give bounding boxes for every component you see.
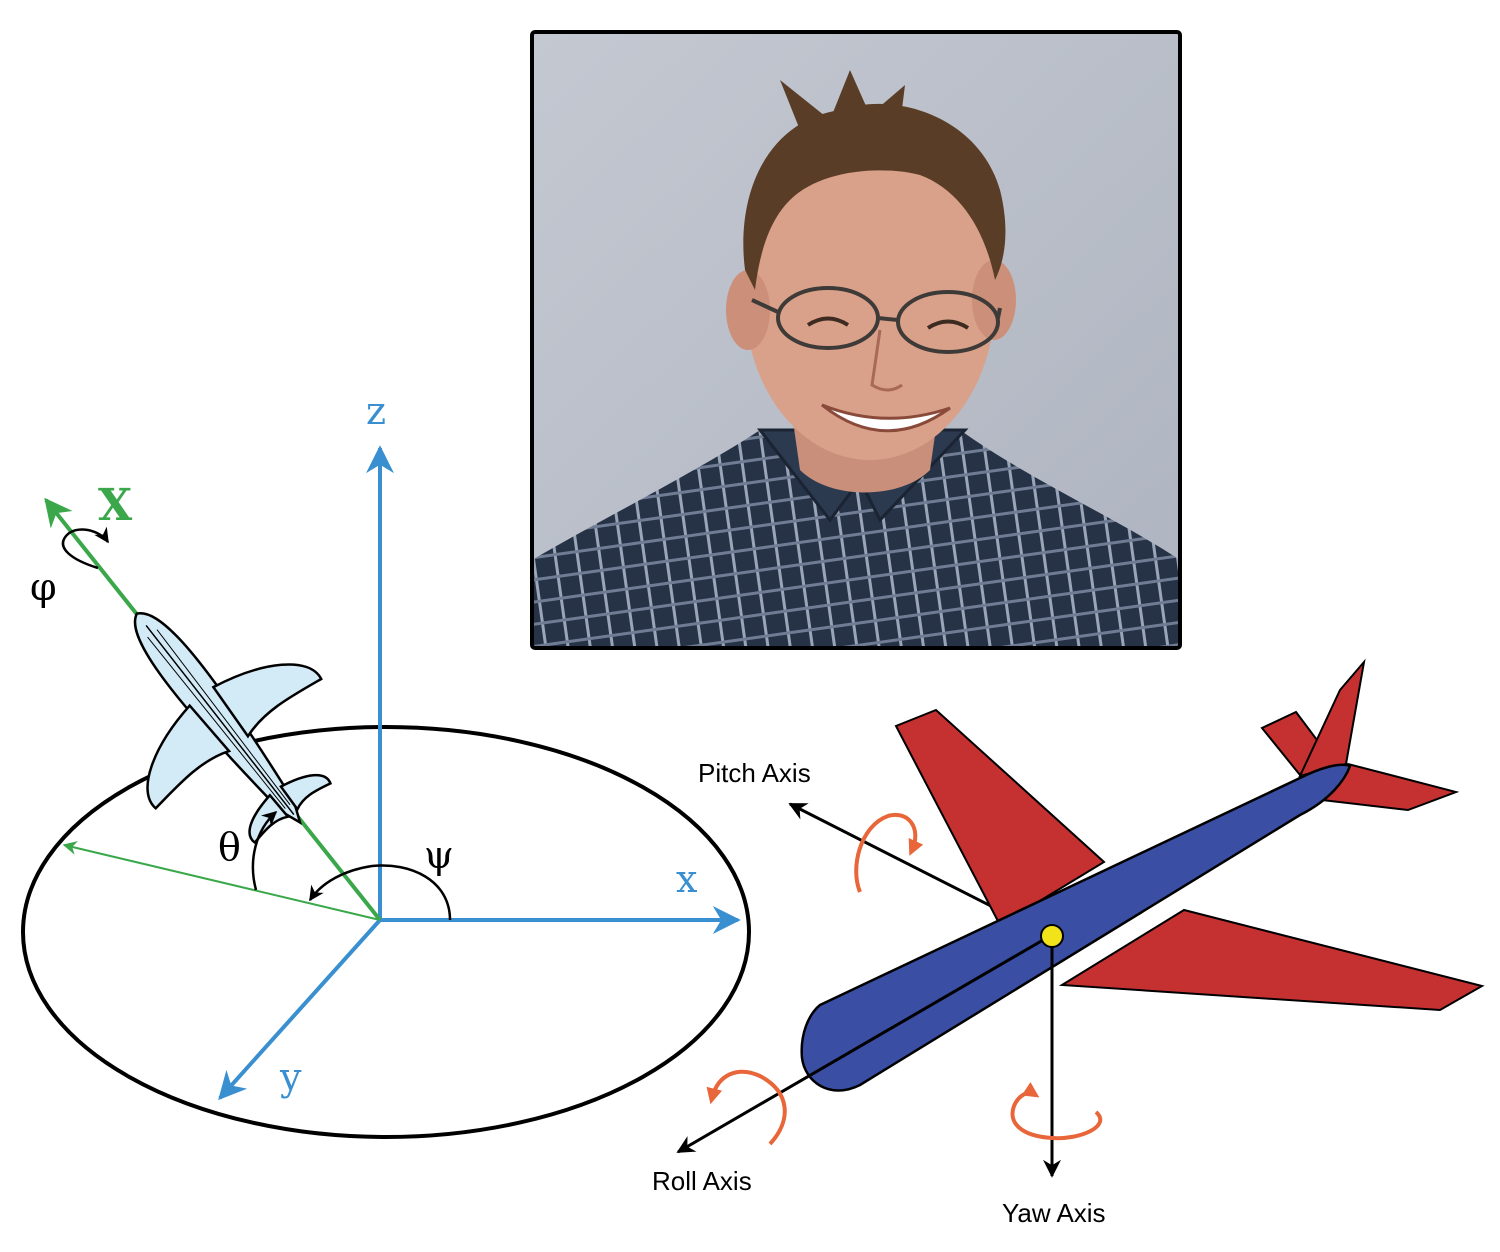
pitch-angle-arc (251, 810, 278, 891)
photo-frame (530, 30, 1182, 650)
left-wing (894, 708, 1106, 927)
roll-rotation-arrow (61, 526, 110, 570)
aircraft-axes-diagram: Pitch Axis Roll Axis Yaw Axis (652, 658, 1485, 1228)
x-axis-label: x (676, 857, 697, 901)
vertical-stabilizer (1298, 658, 1366, 778)
y-axis-label: y (279, 1055, 302, 1099)
roll-axis-label: Roll Axis (652, 1166, 752, 1196)
euler-angle-diagram: z x y X φ θ ψ (21, 389, 751, 1139)
world-y-axis (218, 918, 382, 1101)
roll-rotation-arrow-right (706, 1069, 787, 1146)
fuselage (800, 763, 1352, 1092)
roll-axis-line (676, 934, 1051, 1154)
small-airplane (133, 611, 333, 845)
z-axis-label: z (366, 389, 386, 433)
pitch-angle-label: θ (218, 825, 241, 869)
heading-projection-line (62, 841, 381, 921)
yaw-angle-label: ψ (424, 833, 454, 877)
yaw-angle-arc (308, 864, 452, 921)
horizontal-plane-ellipse (21, 725, 751, 1139)
pitch-rotation-arrow (854, 812, 924, 893)
yaw-rotation-arrow (1010, 1082, 1103, 1141)
person-photo-icon (532, 70, 1180, 648)
portrait-photo (530, 30, 1182, 650)
pitch-axis-label: Pitch Axis (698, 758, 811, 788)
body-x-axis-label: X (98, 480, 133, 531)
yaw-axis-label: Yaw Axis (1002, 1198, 1106, 1228)
right-wing (1058, 908, 1485, 1012)
center-of-gravity (1040, 924, 1064, 948)
roll-angle-label: φ (30, 565, 57, 609)
